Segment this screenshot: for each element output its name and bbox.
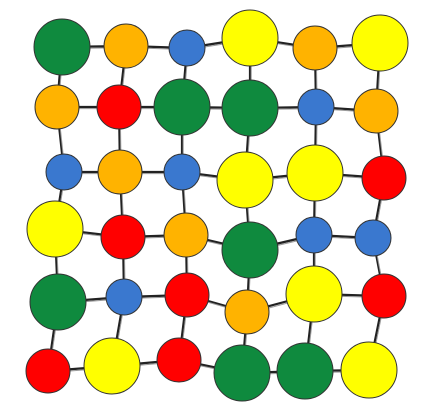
red-piece[interactable] <box>164 272 210 318</box>
green-piece[interactable] <box>153 78 211 136</box>
yellow-piece[interactable] <box>221 9 279 67</box>
orange-piece[interactable] <box>97 149 143 195</box>
red-piece[interactable] <box>361 273 407 319</box>
red-piece[interactable] <box>100 214 146 260</box>
orange-piece[interactable] <box>34 84 80 130</box>
orange-piece[interactable] <box>103 23 149 69</box>
blue-piece[interactable] <box>297 88 335 126</box>
blue-piece[interactable] <box>354 219 392 257</box>
blue-piece[interactable] <box>168 29 206 67</box>
blue-piece[interactable] <box>295 216 333 254</box>
link-layer <box>46 36 386 376</box>
red-piece[interactable] <box>361 155 407 201</box>
yellow-piece[interactable] <box>286 144 344 202</box>
orange-piece[interactable] <box>353 88 399 134</box>
green-piece[interactable] <box>221 221 279 279</box>
orange-piece[interactable] <box>292 25 338 71</box>
yellow-piece[interactable] <box>340 341 398 399</box>
piece-layer <box>25 9 409 402</box>
green-piece[interactable] <box>33 18 91 76</box>
yellow-piece[interactable] <box>83 337 141 395</box>
green-piece[interactable] <box>29 273 87 331</box>
yellow-piece[interactable] <box>26 200 84 258</box>
green-piece[interactable] <box>221 79 279 137</box>
red-piece[interactable] <box>96 84 142 130</box>
red-piece[interactable] <box>25 348 71 394</box>
red-piece[interactable] <box>156 337 202 383</box>
green-piece[interactable] <box>276 342 334 400</box>
blue-piece[interactable] <box>105 278 143 316</box>
yellow-piece[interactable] <box>351 14 409 72</box>
orange-piece[interactable] <box>163 212 209 258</box>
blue-piece[interactable] <box>163 153 201 191</box>
green-piece[interactable] <box>213 344 271 402</box>
orange-piece[interactable] <box>224 289 270 335</box>
blue-piece[interactable] <box>45 153 83 191</box>
yellow-piece[interactable] <box>216 151 274 209</box>
yellow-piece[interactable] <box>285 265 343 323</box>
